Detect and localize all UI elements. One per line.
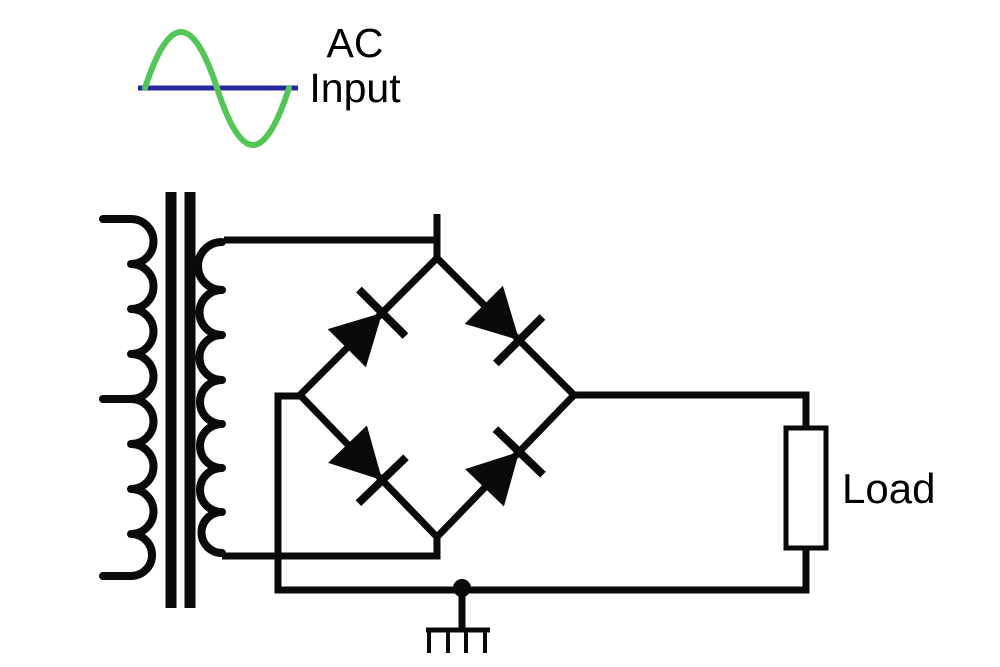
bridge-rectifier bbox=[295, 253, 579, 543]
ground-symbol bbox=[426, 627, 490, 653]
diode-upper-left-cathode bbox=[356, 286, 409, 339]
diode-arrows bbox=[327, 285, 520, 507]
transformer-secondary-winding bbox=[194, 238, 226, 557]
diode-cathode-bars bbox=[355, 286, 546, 506]
ac-label-line1: AC bbox=[327, 20, 384, 66]
wire-secondary-bottom bbox=[222, 535, 441, 560]
ac-input-label: AC Input bbox=[309, 20, 401, 111]
diode-upper-right-arrow bbox=[464, 285, 520, 341]
wire-positive-rail bbox=[574, 391, 810, 429]
diode-lower-left-arrow bbox=[328, 425, 383, 481]
wires bbox=[222, 214, 810, 630]
diode-lower-right-arrow bbox=[465, 451, 520, 507]
load-resistor-body bbox=[783, 425, 829, 551]
secondary-coil bbox=[194, 238, 226, 557]
diode-lower-right-cathode bbox=[492, 426, 546, 478]
primary-coil bbox=[127, 215, 158, 580]
transformer bbox=[99, 192, 226, 608]
ac-label-line2: Input bbox=[309, 65, 401, 111]
transformer-primary-winding bbox=[99, 215, 158, 580]
load-label: Load bbox=[842, 465, 935, 512]
ground-ticks bbox=[427, 632, 487, 653]
transformer-core bbox=[165, 192, 196, 608]
junction-dot bbox=[453, 579, 471, 597]
diode-upper-left-arrow bbox=[327, 312, 383, 368]
ac-waveform-symbol bbox=[138, 28, 298, 149]
bridge-diamond bbox=[295, 253, 579, 543]
load-resistor: Load bbox=[783, 425, 935, 551]
sine-wave-icon bbox=[142, 28, 292, 149]
diode-upper-right-cathode bbox=[493, 314, 546, 367]
diode-lower-left-cathode bbox=[355, 454, 409, 506]
wire-negative-rail bbox=[274, 392, 810, 594]
